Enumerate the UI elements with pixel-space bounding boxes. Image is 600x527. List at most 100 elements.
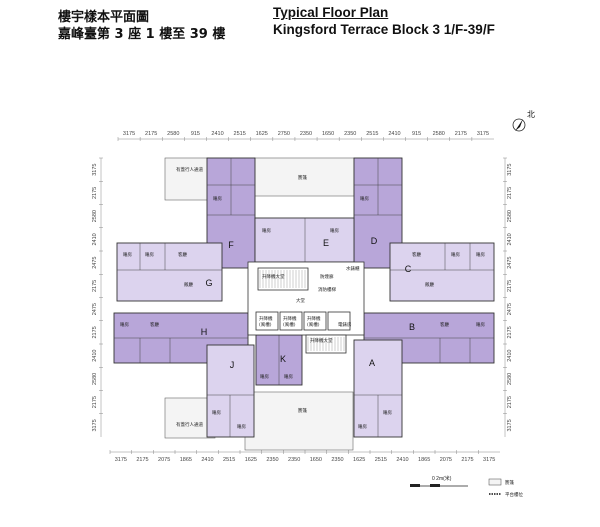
room-label: 飯廳: [425, 281, 434, 288]
room-label: 客廳: [150, 321, 159, 328]
dimension-label: 2475: [92, 303, 98, 315]
flat-label: C: [405, 264, 412, 274]
room-label: 客廳: [440, 321, 449, 328]
dimension-label: 1625: [256, 131, 268, 137]
dimension-label: 2515: [375, 457, 387, 463]
dimension-label: 1865: [180, 457, 192, 463]
dimension-label: 3175: [92, 419, 98, 431]
roof-bottom-area: [244, 391, 354, 451]
refuge-label: 水錶櫃: [346, 265, 360, 272]
dimension-label: 2410: [201, 457, 213, 463]
roof-top-label: 簷篷: [298, 174, 307, 181]
dimension-label: 2580: [92, 210, 98, 222]
dimension-label: 2175: [507, 326, 513, 338]
lift-shaft-label: (風槽): [307, 321, 320, 328]
room-label: 睡房: [476, 321, 485, 328]
dimension-label: 2175: [92, 280, 98, 292]
dimension-label: 2175: [136, 457, 148, 463]
dimension-label: 2410: [388, 131, 400, 137]
electric-room-label: 電錶房: [338, 321, 352, 328]
north-label: 北: [527, 110, 535, 119]
lobby-label: 大堂: [296, 297, 305, 304]
dimension-label: 3175: [477, 131, 489, 137]
lift-label: 升降機: [283, 315, 297, 322]
dimension-label: 2580: [92, 373, 98, 385]
dimension-label: 2515: [234, 131, 246, 137]
flat-label: F: [228, 240, 234, 250]
walkway-bottom-label: 有蓋行人通道: [176, 421, 203, 428]
room-label: 睡房: [284, 373, 293, 380]
room-label: 客廳: [178, 251, 187, 258]
room-partitions: [114, 158, 494, 437]
dimension-label: 2580: [167, 131, 179, 137]
room-label: 睡房: [451, 251, 460, 258]
lift-lobby-note: 升降機大堂: [262, 273, 285, 280]
room-label: 客廳: [412, 251, 421, 258]
dimension-label: 2515: [223, 457, 235, 463]
dimension-label: 1650: [310, 457, 322, 463]
room-label: 睡房: [212, 409, 221, 416]
room-label: 睡房: [213, 195, 222, 202]
room-label: 睡房: [123, 251, 132, 258]
legend-flat-label: 平台樓位: [505, 491, 523, 498]
flat-label: A: [369, 358, 375, 368]
dimension-label: 1625: [245, 457, 257, 463]
dimension-label: 2175: [507, 396, 513, 408]
walkway-top-label: 有蓋行人通道: [176, 166, 203, 173]
flat-j: [206, 344, 255, 438]
dimension-label: 2350: [331, 457, 343, 463]
dimension-label: 2580: [507, 373, 513, 385]
dimension-label: 2750: [278, 131, 290, 137]
dimension-label: 2350: [288, 457, 300, 463]
dimension-label: 2175: [507, 280, 513, 292]
flat-label: K: [280, 354, 286, 364]
dimension-label: 2410: [211, 131, 223, 137]
flat-label: E: [323, 238, 329, 248]
dimension-label: 3175: [115, 457, 127, 463]
dimension-label: 2410: [92, 350, 98, 362]
dimension-bottom: 3175 2175 2075 1865 2410 2515 1625 2350 2350 1650…: [109, 450, 500, 463]
lift-shaft-label: (風槽): [259, 321, 272, 328]
room-label: 睡房: [120, 321, 129, 328]
flat-e: [254, 217, 355, 263]
flat-g: [116, 242, 223, 302]
lift-4: [327, 311, 351, 331]
dimension-label: 2475: [507, 303, 513, 315]
legend-roof-swatch: [488, 478, 502, 486]
flat-c: [389, 242, 495, 302]
roof-top-area: [253, 157, 355, 197]
scale-label: 0 2m(米): [432, 475, 452, 482]
flat-label: H: [201, 327, 208, 337]
flat-label: D: [371, 236, 378, 246]
dimension-label: 915: [412, 131, 421, 137]
flat-label: G: [205, 278, 212, 288]
dimension-label: 3175: [507, 164, 513, 176]
room-labels: 有蓋行人通道 簷篷 簷篷 有蓋行人通道 大堂 防煙廊 消防樓梯 水錶櫃 電錶房 …: [120, 166, 485, 430]
dimension-label: 2175: [92, 326, 98, 338]
legend-roof-label: 簷篷: [505, 479, 514, 486]
dimension-label: 2410: [92, 233, 98, 245]
dimension-label: 1625: [353, 457, 365, 463]
dimension-label: 2350: [266, 457, 278, 463]
room-label: 睡房: [145, 251, 154, 258]
zh-subtitle: 嘉峰臺第 3 座 1 樓至 39 樓: [58, 27, 226, 42]
dimension-label: 2410: [507, 233, 513, 245]
en-subtitle: Kingsford Terrace Block 3 1/F-39/F: [273, 22, 495, 37]
dimension-label: 2175: [92, 396, 98, 408]
dimension-label: 915: [191, 131, 200, 137]
north-arrow: 北: [512, 110, 535, 132]
dimension-label: 1865: [418, 457, 430, 463]
dimension-label: 2075: [440, 457, 452, 463]
room-label: 飯廳: [184, 281, 193, 288]
dimension-label: 2410: [396, 457, 408, 463]
lift-label: 升降機: [307, 315, 321, 322]
dimension-label: 2515: [366, 131, 378, 137]
lift-3: [303, 311, 327, 331]
fire-lobby-label: 防煙廊: [320, 273, 334, 280]
roof-bottom-label: 簷篷: [298, 407, 307, 414]
dimension-label: 2175: [461, 457, 473, 463]
dimension-label: 2350: [344, 131, 356, 137]
lift-1: [255, 311, 279, 331]
